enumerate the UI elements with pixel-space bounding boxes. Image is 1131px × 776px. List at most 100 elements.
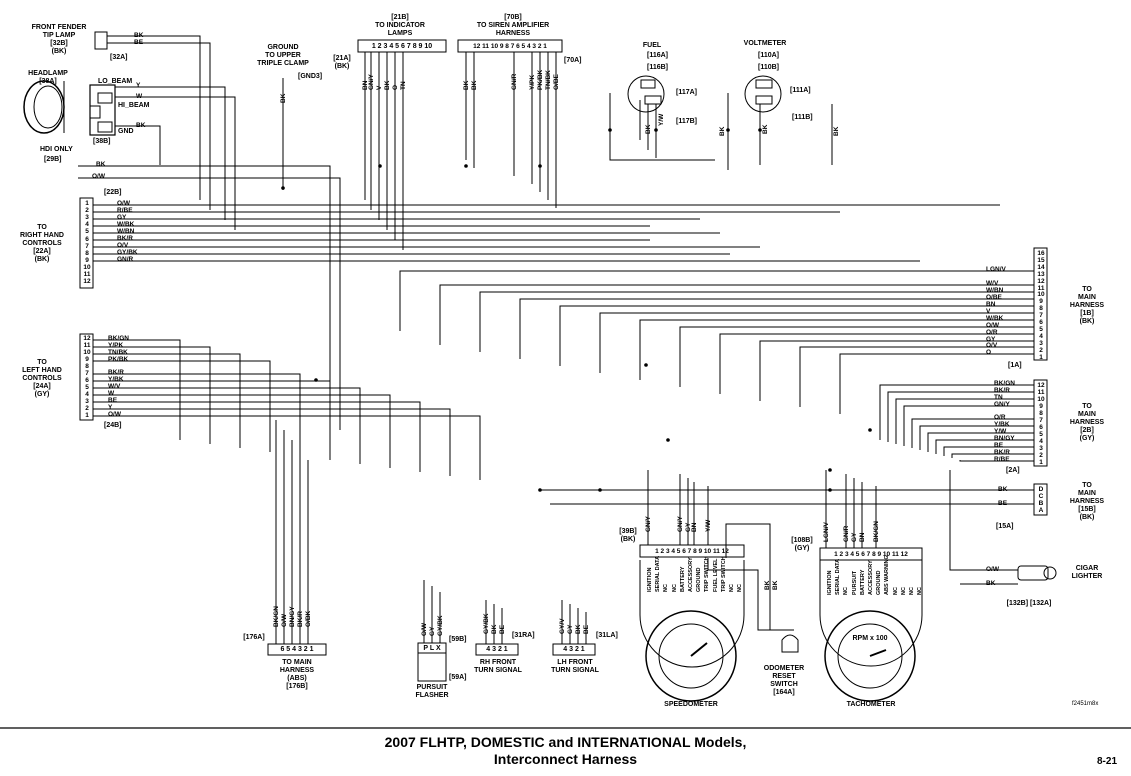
pin-name-label: NC — [663, 584, 670, 592]
pin-number: D — [1038, 486, 1044, 493]
title-line-2: Interconnect Harness — [493, 751, 638, 767]
wire-color-label: Y/W — [658, 113, 665, 126]
c2a-label: [2A] — [1006, 467, 1020, 474]
pin-number: 4 — [1039, 332, 1043, 340]
pin-number: 1 — [85, 200, 89, 207]
pin-number: 5 — [1039, 325, 1043, 333]
pin-name-label: BATTERY — [859, 569, 866, 595]
wire-color-label: BK — [384, 80, 391, 90]
pin-number: 3 — [85, 214, 89, 222]
wire-color-label: O — [986, 349, 992, 356]
cigar-conn-label: [132B] [132A] — [1006, 600, 1052, 607]
ground-clamp-label: GROUND TO UPPER TRIPLE CLAMP — [257, 44, 309, 67]
volt-c1-label: [110A] — [758, 52, 780, 59]
pin-name-label: ABS WARNING — [884, 555, 891, 595]
gnd3-label: [GND3] — [298, 73, 323, 80]
c111b-label: [111B] — [792, 114, 813, 121]
pin-number: 4 — [1039, 438, 1043, 445]
pin-number: 7 — [85, 370, 89, 377]
wire — [679, 326, 1034, 387]
wire — [115, 86, 226, 220]
pin-number: 2 — [85, 405, 89, 412]
wire — [93, 415, 481, 480]
fuel-label: FUEL — [642, 42, 662, 49]
wire-color-label: BE — [108, 397, 118, 404]
wire-color-label: BK — [280, 93, 287, 103]
pin-number: 15 — [1037, 256, 1045, 264]
wire-color-label: O/W — [92, 173, 105, 180]
wire-color-label: BN — [986, 301, 996, 308]
wire-color-label: BK — [764, 580, 771, 590]
pin-name-label: IGNITION — [647, 567, 653, 592]
title-line-1: 2007 FLHTP, DOMESTIC and INTERNATIONAL M… — [384, 734, 747, 750]
wire-color-label: GN/R — [511, 73, 518, 90]
splice-dot — [654, 128, 658, 132]
wire-color-label: R/BE — [117, 207, 133, 214]
flasher-pins: P L X — [423, 645, 441, 652]
wire-color-label: BK/R — [108, 369, 124, 376]
wire — [78, 177, 341, 430]
c59b-label: [59B] — [449, 636, 467, 643]
volt-c2-label: [110B] — [758, 64, 780, 71]
pin-name-label: SERIAL DATA — [835, 558, 842, 595]
c117b-label: [117B] — [676, 118, 698, 125]
wire-color-label: PK/BK — [108, 356, 129, 363]
pin-number: 5 — [85, 384, 89, 391]
c29b-label: [29B] — [44, 156, 62, 163]
pin-number: C — [1038, 493, 1044, 500]
wire — [919, 425, 1034, 450]
splice-dot — [758, 128, 762, 132]
wire — [93, 346, 211, 444]
wire-color-label: TN — [400, 81, 407, 90]
abs-label: TO MAIN HARNESS (ABS) [176B] — [279, 659, 315, 690]
wire-color-label: O/W — [117, 200, 130, 207]
pin-number: 10 — [1037, 396, 1045, 403]
wire — [107, 35, 201, 200]
wire-color-label: BK/R — [297, 611, 304, 627]
wire — [887, 391, 1034, 442]
wire-color-label: O/W — [281, 614, 288, 627]
wire-color-label: Y/PK — [529, 74, 536, 90]
wire-color-label: Y — [136, 82, 141, 89]
wire-color-label: BN/GY — [289, 606, 296, 627]
wire-color-label: LGN/V — [986, 266, 1006, 273]
c1a-label: [1A] — [1008, 362, 1022, 369]
wire-color-label: Y — [108, 404, 113, 411]
splice-dot — [608, 128, 612, 132]
c31la-label: [31LA] — [596, 632, 618, 639]
pin-name-label: NC — [843, 587, 850, 595]
wire — [911, 418, 1034, 448]
wire-color-label: O/V — [986, 342, 998, 349]
wire-color-label: BK — [136, 122, 146, 129]
wire — [519, 298, 1034, 359]
hdi-only-label: HDI ONLY — [40, 146, 73, 153]
wire-color-label: Y/PK — [108, 342, 124, 349]
pin-number: 2 — [85, 207, 89, 215]
wire-color-label: O/R — [986, 329, 998, 336]
wire — [639, 319, 1034, 380]
pin-name-label: BATTERY — [679, 566, 686, 592]
wire-color-label: BK — [986, 580, 996, 587]
lh-turn-label: LH FRONT TURN SIGNAL — [551, 659, 599, 674]
pin-number: A — [1038, 507, 1044, 514]
wire — [78, 165, 331, 440]
pin-number: 11 — [1037, 284, 1045, 292]
wire — [951, 453, 1034, 458]
wire-color-label: PK/BK — [537, 69, 544, 90]
pin-number: 10 — [1037, 291, 1045, 299]
c70a-label: [70A] — [564, 57, 582, 64]
wire — [93, 394, 391, 468]
wire — [903, 405, 1034, 446]
cigar-label: CIGAR LIGHTER — [1071, 565, 1103, 580]
wire — [93, 339, 181, 440]
wire-color-label: TN/BK — [108, 349, 128, 356]
pin-number: 8 — [85, 363, 89, 370]
pin-number: 5 — [85, 228, 89, 236]
pin-number: 5 — [1039, 431, 1043, 438]
c117a-label: [117A] — [676, 89, 698, 96]
wire-color-label: BK — [762, 124, 769, 134]
wire-color-label: BK — [491, 624, 498, 634]
c22b-label: [22B] — [104, 189, 122, 196]
pin-name-label: NC — [671, 584, 678, 592]
tacho-conn-label: [108B] (GY) — [791, 537, 813, 552]
